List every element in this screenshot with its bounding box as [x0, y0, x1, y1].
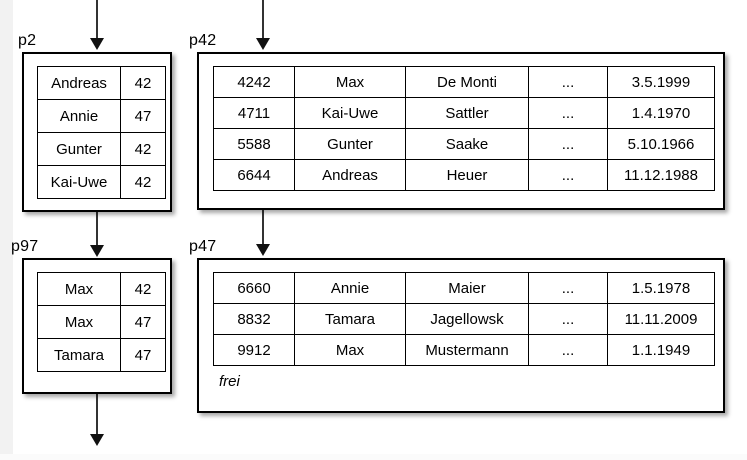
data-cell-lastname: Sattler [405, 97, 529, 129]
data-cell-lastname: Heuer [405, 159, 529, 191]
free-space-label-p47: frei [219, 373, 240, 390]
data-cell-firstname: Tamara [294, 303, 406, 335]
table-row: 4242 Max De Monti ... 3.5.1999 [213, 66, 715, 98]
data-cell-id: 5588 [213, 128, 295, 160]
page-box-p42: 4242 Max De Monti ... 3.5.1999 4711 Kai-… [197, 52, 725, 210]
index-key-cell: Gunter [37, 132, 121, 166]
data-cell-id: 4711 [213, 97, 295, 129]
data-cell-lastname: Maier [405, 272, 529, 304]
index-key-cell: Tamara [37, 338, 121, 372]
table-row: Andreas 42 [37, 66, 166, 100]
data-cell-date: 1.1.1949 [607, 334, 715, 366]
data-cell-firstname: Max [294, 334, 406, 366]
data-cell-lastname: Saake [405, 128, 529, 160]
data-cell-ellipsis: ... [528, 303, 608, 335]
table-row: Annie 47 [37, 99, 166, 133]
data-cell-id: 6660 [213, 272, 295, 304]
table-row: 5588 Gunter Saake ... 5.10.1966 [213, 128, 715, 160]
page-gutter-bottom [0, 454, 747, 460]
table-row: Tamara 47 [37, 338, 166, 372]
arrow-head-icon [90, 38, 104, 50]
data-cell-lastname: Mustermann [405, 334, 529, 366]
index-key-cell: Andreas [37, 66, 121, 100]
index-bucket-cell: 42 [120, 272, 166, 306]
data-cell-ellipsis: ... [528, 272, 608, 304]
index-bucket-cell: 42 [120, 132, 166, 166]
arrow-head-icon [256, 244, 270, 256]
arrow-shaft [96, 209, 98, 251]
arrow-into-p42 [256, 0, 270, 52]
arrow-head-icon [90, 434, 104, 446]
data-cell-date: 1.5.1978 [607, 272, 715, 304]
data-cell-firstname: Gunter [294, 128, 406, 160]
table-row: Gunter 42 [37, 132, 166, 166]
index-key-cell: Max [37, 305, 121, 339]
data-cell-date: 11.12.1988 [607, 159, 715, 191]
index-key-cell: Max [37, 272, 121, 306]
index-bucket-cell: 42 [120, 66, 166, 100]
table-row: 9912 Max Mustermann ... 1.1.1949 [213, 334, 715, 366]
data-cell-id: 4242 [213, 66, 295, 98]
arrow-shaft [96, 0, 98, 42]
data-cell-firstname: Andreas [294, 159, 406, 191]
table-row: 6660 Annie Maier ... 1.5.1978 [213, 272, 715, 304]
data-cell-firstname: Kai-Uwe [294, 97, 406, 129]
arrow-shaft [262, 0, 264, 42]
arrow-into-p2 [90, 0, 104, 52]
page-box-p97: Max 42 Max 47 Tamara 47 [22, 258, 172, 394]
page-label-p97: p97 [11, 238, 39, 255]
data-cell-ellipsis: ... [528, 334, 608, 366]
data-cell-ellipsis: ... [528, 66, 608, 98]
index-bucket-cell: 47 [120, 338, 166, 372]
data-table-p42: 4242 Max De Monti ... 3.5.1999 4711 Kai-… [213, 66, 715, 191]
data-cell-date: 5.10.1966 [607, 128, 715, 160]
table-row: Max 42 [37, 272, 166, 306]
arrow-p2-to-p97 [90, 209, 104, 261]
data-cell-date: 3.5.1999 [607, 66, 715, 98]
data-cell-id: 9912 [213, 334, 295, 366]
data-cell-firstname: Max [294, 66, 406, 98]
table-row: 6644 Andreas Heuer ... 11.12.1988 [213, 159, 715, 191]
index-key-cell: Kai-Uwe [37, 165, 121, 199]
index-key-cell: Annie [37, 99, 121, 133]
page-box-p2: Andreas 42 Annie 47 Gunter 42 Kai-Uwe 42 [22, 52, 172, 212]
arrow-shaft [262, 200, 264, 250]
data-cell-lastname: Jagellowsk [405, 303, 529, 335]
data-cell-ellipsis: ... [528, 159, 608, 191]
page-box-p47: 6660 Annie Maier ... 1.5.1978 8832 Tamar… [197, 258, 725, 413]
data-cell-date: 1.4.1970 [607, 97, 715, 129]
arrow-head-icon [256, 38, 270, 50]
page-gutter-left [0, 0, 13, 460]
arrow-out-of-p97 [90, 394, 104, 452]
page-label-p42: p42 [189, 32, 217, 49]
index-bucket-cell: 47 [120, 99, 166, 133]
table-row: Max 47 [37, 305, 166, 339]
data-cell-id: 6644 [213, 159, 295, 191]
data-cell-id: 8832 [213, 303, 295, 335]
index-table-p2: Andreas 42 Annie 47 Gunter 42 Kai-Uwe 42 [37, 66, 166, 199]
table-row: 8832 Tamara Jagellowsk ... 11.11.2009 [213, 303, 715, 335]
table-row: Kai-Uwe 42 [37, 165, 166, 199]
arrow-head-icon [90, 245, 104, 257]
data-cell-lastname: De Monti [405, 66, 529, 98]
index-bucket-cell: 47 [120, 305, 166, 339]
page-label-p47: p47 [189, 238, 217, 255]
arrow-shaft [96, 394, 98, 440]
data-table-p47: 6660 Annie Maier ... 1.5.1978 8832 Tamar… [213, 272, 715, 366]
arrow-p42-to-p47 [256, 200, 270, 260]
data-cell-date: 11.11.2009 [607, 303, 715, 335]
table-row: 4711 Kai-Uwe Sattler ... 1.4.1970 [213, 97, 715, 129]
data-cell-ellipsis: ... [528, 128, 608, 160]
page-label-p2: p2 [18, 32, 37, 49]
index-bucket-cell: 42 [120, 165, 166, 199]
data-cell-ellipsis: ... [528, 97, 608, 129]
data-cell-firstname: Annie [294, 272, 406, 304]
index-table-p97: Max 42 Max 47 Tamara 47 [37, 272, 166, 372]
